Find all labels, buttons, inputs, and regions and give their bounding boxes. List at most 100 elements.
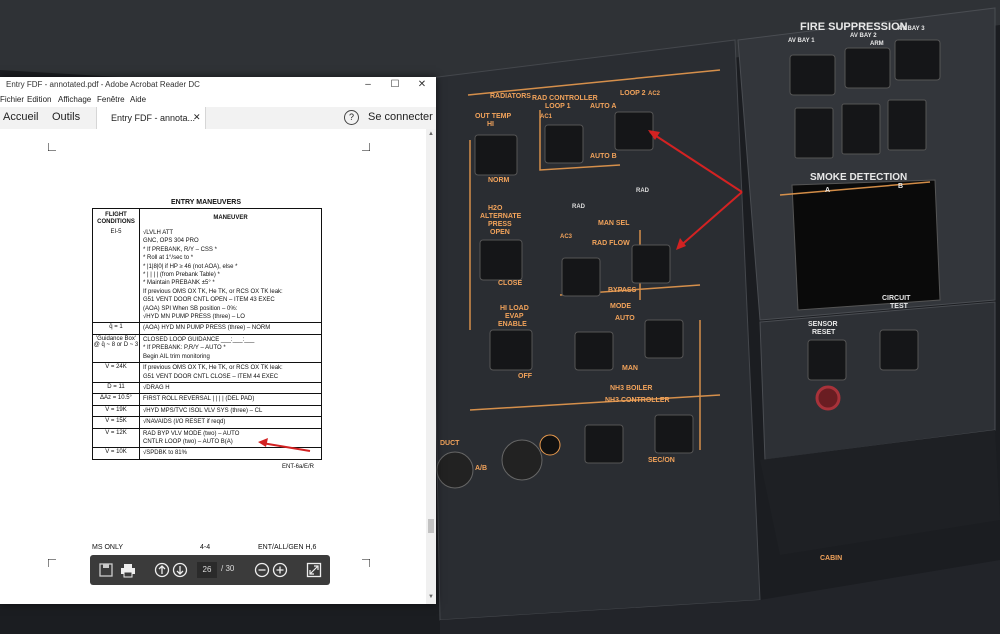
label-ac1-top: AC1 — [540, 114, 553, 120]
fit-page-icon[interactable] — [306, 562, 322, 578]
menu-fichier[interactable]: Fichier — [0, 95, 25, 104]
maneuver-line: If previous OMS OX TK, He TK, or RCS OX … — [143, 365, 283, 372]
row-condition: ΔAz = 10.5° — [93, 394, 140, 405]
window-title: Entry FDF - annotated.pdf - Adobe Acroba… — [6, 80, 200, 89]
procedure-title: ENTRY MANEUVERS — [170, 199, 241, 206]
document-view[interactable]: ENTRY MANEUVERS FLIGHT CONDITIONS MANEUV… — [0, 129, 426, 604]
label-rad-1: RAD — [572, 204, 586, 210]
maneuver-line: CLOSED LOOP GUIDANCE ___:___:___ — [143, 336, 255, 343]
maneuver-line: √HYD MN PUMP PRESS (three) – LO — [143, 314, 245, 321]
row-maneuver: If previous OMS OX TK, He TK, or RCS OX … — [140, 363, 321, 382]
maneuver-line: G51 VENT DOOR CNTL OPEN – ITEM 43 EXEC — [143, 297, 275, 304]
maneuver-line: GNC, OPS 304 PRO — [143, 238, 199, 245]
page-number-input[interactable]: 26 — [197, 562, 217, 578]
sign-in-link[interactable]: Se connecter — [368, 111, 433, 123]
table-row: D = 11√DRAG H — [93, 381, 321, 394]
label-nh3-boiler: NH3 BOILER — [610, 385, 652, 392]
label-duct: DUCT — [440, 440, 460, 447]
label-off: OFF — [518, 373, 533, 380]
label-hi: HI — [487, 121, 494, 128]
label-enable: ENABLE — [498, 321, 527, 328]
label-rad-flow: RAD FLOW — [592, 240, 630, 247]
label-smoke-b: B — [898, 183, 903, 190]
scroll-thumb[interactable] — [428, 519, 434, 533]
maneuver-line: * Maintain PREBANK ±5° * — [143, 280, 215, 287]
footer-right: ENT/ALL/GEN H,6 — [258, 544, 317, 551]
zoom-in-icon[interactable] — [272, 562, 288, 578]
label-rad-2: RAD — [636, 188, 650, 194]
title-bar[interactable]: Entry FDF - annotated.pdf - Adobe Acroba… — [0, 77, 436, 93]
label-hi-load: HI LOAD — [500, 305, 529, 312]
label-press: PRESS — [488, 221, 512, 228]
label-ac3: AC3 — [560, 234, 573, 240]
maximize-button[interactable]: ☐ — [390, 79, 400, 90]
label-cabin: CABIN — [820, 555, 842, 562]
minimize-button[interactable]: – — [365, 79, 371, 90]
previous-page-icon[interactable] — [154, 562, 170, 578]
procedure-code: ENT-6a/E/R — [282, 464, 315, 470]
row-condition: V = 24K — [93, 363, 140, 382]
row-condition: V = 19K — [93, 405, 140, 417]
maneuver-line: If previous OMS OX TK, He TK, or RCS OX … — [143, 288, 283, 295]
label-ab: A/B — [475, 465, 487, 472]
close-button[interactable]: ✕ — [417, 79, 427, 90]
floating-toolbar: 26 / 30 — [90, 555, 330, 585]
help-icon[interactable]: ? — [344, 110, 359, 125]
tab-tools[interactable]: Outils — [52, 111, 81, 123]
menu-aide[interactable]: Aide — [130, 95, 147, 104]
label-ac2-top: AC2 — [648, 91, 661, 97]
label-out-temp: OUT TEMP — [475, 113, 511, 120]
maneuver-line: * |1|8|0| if HP ≥ 46 (not AOA), else * — [143, 263, 238, 270]
menu-edition[interactable]: Edition — [27, 95, 52, 104]
tab-bar: Accueil Outils Entry FDF - annota... ✕ ?… — [0, 107, 436, 130]
maneuver-line: * | | | | (from Prebank Table) * — [143, 272, 220, 279]
label-avbay3: AV BAY 3 — [898, 26, 925, 32]
label-sec-on: SEC/ON — [648, 457, 675, 464]
label-man: MAN — [622, 365, 638, 372]
next-page-icon[interactable] — [172, 562, 188, 578]
tab-document[interactable]: Entry FDF - annota... ✕ — [96, 107, 206, 129]
table-row: V = 10K√SPDBK to 81% — [93, 447, 321, 459]
menu-fenetre[interactable]: Fenêtre — [97, 95, 125, 104]
table-row: V = 15K√NAVAIDS (I/O RESET if reqd) — [93, 416, 321, 428]
label-loop1: LOOP 1 — [545, 103, 571, 110]
row-condition: V = 15K — [93, 417, 140, 428]
maneuver-line: (AOA) SPI When SB position – 0%: — [143, 305, 238, 312]
maneuver-line: Begin AIL trim monitoring — [143, 353, 210, 360]
page-total: / 30 — [221, 564, 235, 573]
acrobat-window: Entry FDF - annotated.pdf - Adobe Acroba… — [0, 77, 436, 604]
label-reset: RESET — [812, 329, 836, 336]
row-maneuver: (AOA) HYD MN PUMP PRESS (three) – NORM — [140, 323, 321, 333]
tab-close-icon[interactable]: ✕ — [193, 112, 201, 122]
tab-document-label: Entry FDF - annota... — [111, 113, 196, 123]
vertical-scrollbar[interactable]: ▲ ▼ — [426, 129, 436, 604]
maneuver-line: √HYD MPS/TVC ISOL VLV SYS (three) – CL — [143, 407, 263, 414]
label-sensor: SENSOR — [808, 321, 838, 328]
zoom-out-icon[interactable] — [254, 562, 270, 578]
maneuver-line: * Roll at 1°/sec to * — [143, 255, 194, 262]
label-auto-b: AUTO B — [590, 153, 617, 160]
menu-bar: Fichier Edition Affichage Fenêtre Aide — [0, 93, 436, 107]
row-condition: V = 10K — [93, 448, 140, 459]
annotation-arrow — [258, 438, 311, 452]
menu-affichage[interactable]: Affichage — [58, 95, 92, 104]
maneuver-line: √LVLH ATT — [143, 230, 174, 236]
maneuver-line: G51 VENT DOOR CNTL CLOSE – ITEM 44 EXEC — [143, 373, 279, 380]
save-icon[interactable] — [98, 562, 114, 578]
row-condition: D = 11 — [93, 382, 140, 394]
table-row: q̄ = 1(AOA) HYD MN PUMP PRESS (three) – … — [93, 322, 321, 334]
print-icon[interactable] — [120, 562, 136, 578]
scroll-down-icon[interactable]: ▼ — [428, 594, 434, 600]
label-mode: MODE — [610, 303, 631, 310]
scroll-up-icon[interactable]: ▲ — [428, 131, 434, 137]
row-maneuver: CLOSED LOOP GUIDANCE ___:___:___* If PRE… — [140, 335, 321, 362]
maneuver-line: √SPDBK to 81% — [143, 450, 187, 457]
tab-home[interactable]: Accueil — [3, 111, 39, 123]
row-maneuver: √DRAG H — [140, 383, 321, 393]
row-maneuver: √HYD MPS/TVC ISOL VLV SYS (three) – CL — [140, 406, 321, 416]
